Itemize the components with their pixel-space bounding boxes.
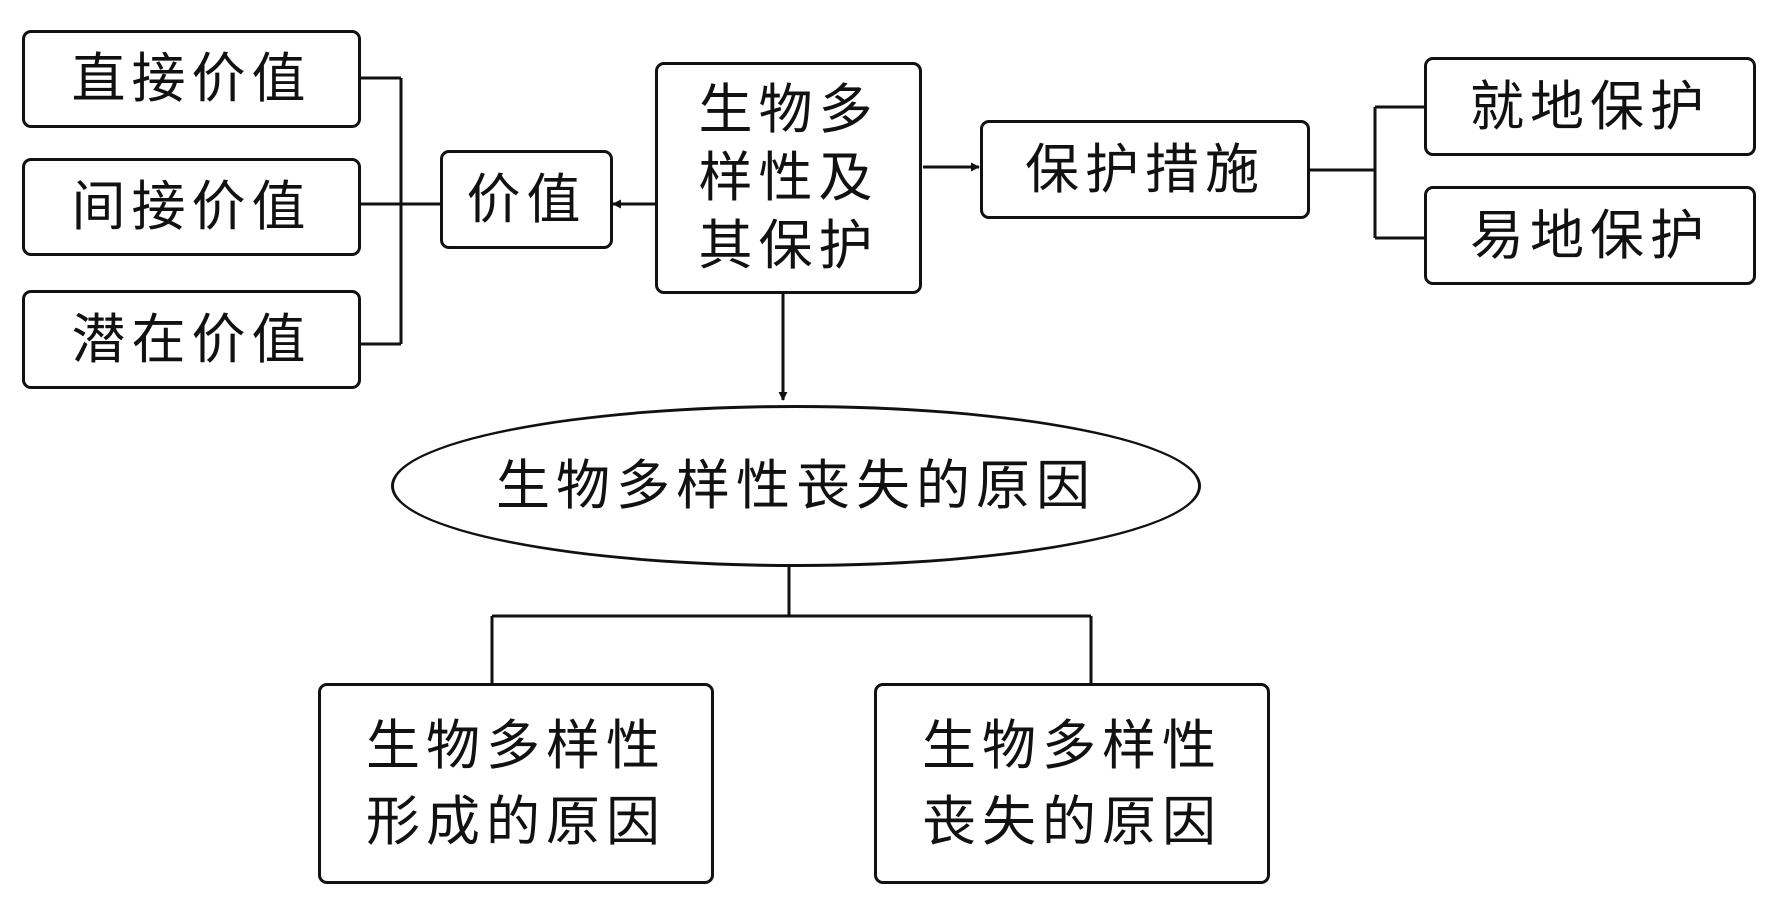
protection-item-label: 就地保护 xyxy=(1470,74,1710,138)
loss-causes-node: 生物多样性 丧失的原因 xyxy=(874,683,1270,884)
formation-causes-line-1: 生物多样性 xyxy=(366,713,666,777)
center-node-line-1: 生物多 xyxy=(698,78,879,141)
center-node: 生物多 样性及 其保护 xyxy=(655,62,922,294)
value-item-label: 间接价值 xyxy=(71,175,312,238)
value-item-label: 直接价值 xyxy=(71,47,312,110)
value-item-label: 潜在价值 xyxy=(71,307,312,371)
loss-causes-node-line-2: 丧失的原因 xyxy=(922,789,1222,853)
formation-causes-line-2: 形成的原因 xyxy=(366,789,666,853)
protection-item-label: 易地保护 xyxy=(1470,203,1710,267)
value-item-direct: 直接价值 xyxy=(22,30,361,128)
value-node-label: 价值 xyxy=(466,167,587,231)
center-node-line-3: 其保护 xyxy=(698,214,879,277)
value-node: 价值 xyxy=(440,150,613,249)
formation-causes-node: 生物多样性 形成的原因 xyxy=(318,683,714,884)
protection-node: 保护措施 xyxy=(980,120,1310,219)
protection-item-in-situ: 就地保护 xyxy=(1424,57,1756,156)
center-node-line-2: 样性及 xyxy=(698,146,879,209)
loss-causes-label: 生物多样性丧失的原因 xyxy=(496,454,1096,517)
protection-node-label: 保护措施 xyxy=(1025,137,1265,201)
value-item-indirect: 间接价值 xyxy=(22,158,361,256)
loss-causes-node-line-1: 生物多样性 xyxy=(922,713,1222,777)
value-item-potential: 潜在价值 xyxy=(22,290,361,389)
loss-causes-oval: 生物多样性丧失的原因 xyxy=(391,405,1201,567)
protection-item-ex-situ: 易地保护 xyxy=(1424,186,1756,285)
